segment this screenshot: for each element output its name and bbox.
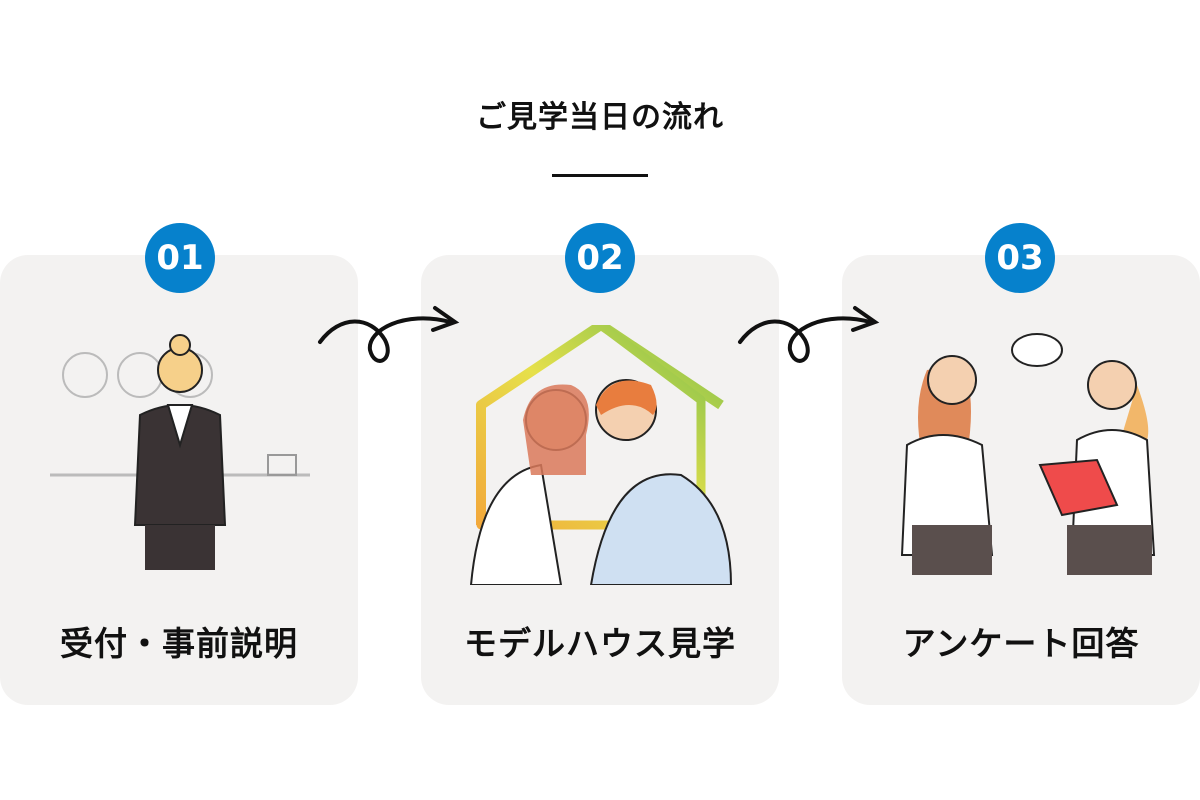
step-label-1: 受付・事前説明 [60,624,298,663]
title-divider [552,174,648,177]
step-card-3: アンケート回答 [842,255,1200,705]
page-title: ご見学当日の流れ [476,100,724,135]
arrow-icon [738,306,880,363]
receptionist-illustration [50,334,310,570]
step-card-1: 受付・事前説明 [0,255,358,705]
couple-house-illustration [469,325,733,585]
step-label-2: モデルハウス見学 [464,624,736,663]
step-badge-3: 03 [985,223,1055,293]
step-badge-2: 02 [565,223,635,293]
survey-illustration [900,333,1156,575]
arrow-icon [318,306,460,363]
step-label-3: アンケート回答 [902,624,1140,663]
step-badge-1: 01 [145,223,215,293]
step-card-2: モデルハウス見学 [421,255,779,705]
